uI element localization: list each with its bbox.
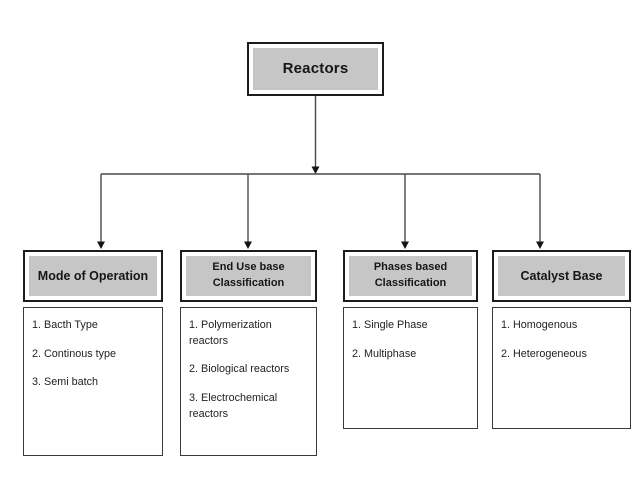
arrowhead-down-icon: [311, 166, 320, 174]
branch-header-end-use-base: End Use base Classification: [180, 250, 317, 302]
branch-header-catalyst-base: Catalyst Base: [492, 250, 631, 302]
branch-title-line: Mode of Operation: [37, 268, 149, 283]
root-node-label: Reactors: [282, 60, 349, 78]
branch-title-line: End Use base: [212, 261, 285, 274]
arrowhead-down-icon: [244, 241, 252, 249]
list-item: 1. Homogenous: [501, 319, 578, 331]
branch-header-mode-of-operation: Mode of Operation: [23, 250, 163, 302]
branch-header-fill: Mode of Operation: [29, 256, 157, 296]
list-item: 2. Multiphase: [352, 347, 417, 360]
arrowhead-down-icon: [401, 241, 409, 249]
branch-header-fill: Catalyst Base: [498, 256, 625, 296]
branch-title-line: Classification: [374, 277, 447, 289]
branch-title-line: Classification: [212, 277, 285, 289]
arrowhead-down-icon: [536, 241, 544, 249]
branch-header-fill: Phases based Classification: [349, 256, 472, 296]
branch-header-phases-based: Phases based Classification: [343, 250, 478, 302]
root-node-fill: Reactors: [253, 48, 378, 90]
list-item: 1. Single Phase: [352, 319, 428, 331]
list-item: 2. Continous type: [32, 347, 117, 360]
arrowhead-down-icon: [97, 241, 105, 249]
branch-list-catalyst-base: 1. Homogenous 2. Heterogeneous: [492, 307, 631, 429]
list-item: 3. Electrochemical reactors: [189, 391, 278, 420]
branch-list-end-use-base: 1. Polymerization reactors 2. Biological…: [180, 307, 317, 456]
list-item: 2. Heterogeneous: [501, 347, 587, 360]
branch-header-fill: End Use base Classification: [186, 256, 311, 296]
list-item: 1. Polymerization reactors: [189, 319, 272, 347]
list-item: 3. Semi batch: [32, 376, 99, 389]
branch-list-phases-based: 1. Single Phase 2. Multiphase: [343, 307, 478, 429]
branch-list-mode-of-operation: 1. Bacth Type 2. Continous type 3. Semi …: [23, 307, 163, 456]
list-item: 2. Biological reactors: [189, 363, 290, 376]
branch-title-line: Phases based: [373, 261, 448, 274]
list-item: 1. Bacth Type: [32, 319, 98, 331]
root-node-reactors: Reactors: [247, 42, 384, 96]
branch-title-line: Catalyst Base: [520, 268, 603, 283]
